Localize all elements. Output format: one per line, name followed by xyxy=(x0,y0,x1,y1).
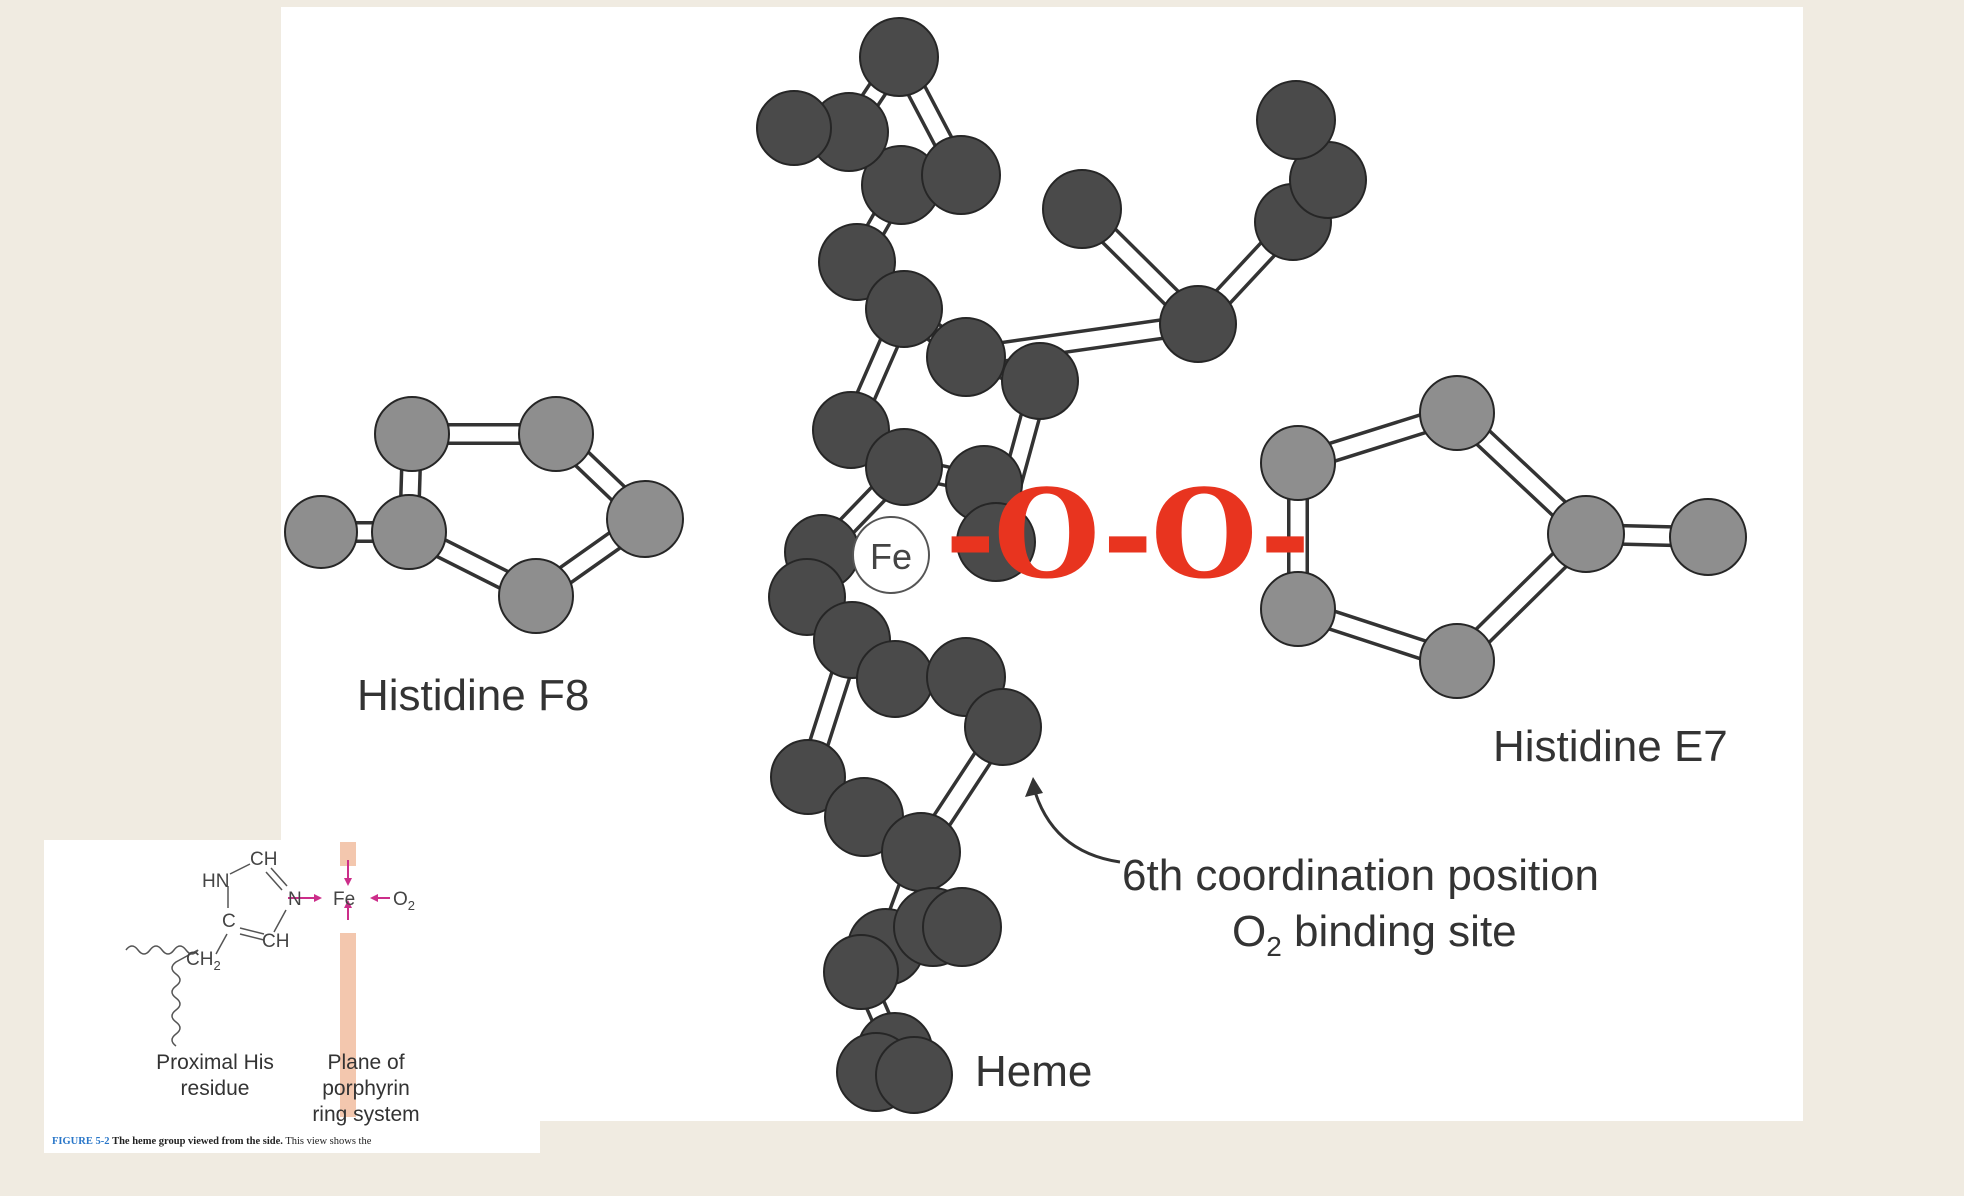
inset-figure: HN CH N Fe O2 C CH CH2 Proximal His resi… xyxy=(44,840,540,1153)
binding-site-arrow xyxy=(1031,784,1121,864)
o2-molecule-overlay: -O-O- xyxy=(945,462,1310,606)
heme-atom xyxy=(856,640,934,718)
ball-and-stick-model: Fe xyxy=(284,17,1747,1114)
histidine-atom xyxy=(371,494,447,570)
heme-atom xyxy=(1159,285,1237,363)
histidine-atom xyxy=(284,495,358,569)
heme-atom xyxy=(823,934,899,1010)
heme-atom xyxy=(875,1036,953,1114)
histidine-atom xyxy=(498,558,574,634)
heme-label: Heme xyxy=(975,1047,1093,1096)
binding-site-arrowhead xyxy=(1025,777,1043,797)
histidine-atom xyxy=(1260,425,1336,501)
inset-ch2: CH2 xyxy=(186,949,221,973)
proximal-his-label: Proximal His residue xyxy=(156,1051,274,1100)
inset-fe: Fe xyxy=(333,889,356,910)
heme-atom xyxy=(922,887,1002,967)
inset-o2: O2 xyxy=(393,889,416,913)
coordination-position-label: 6th coordination position xyxy=(1122,851,1599,900)
inset-n: N xyxy=(288,889,302,910)
figure-caption: FIGURE 5-2 The heme group viewed from th… xyxy=(52,1136,540,1147)
histidine-atom xyxy=(1669,498,1747,576)
heme-atom xyxy=(756,90,832,166)
iron-atom xyxy=(852,516,930,594)
histidine-atom xyxy=(518,396,594,472)
atoms: Fe xyxy=(284,17,1747,1114)
inset-ch-bottom: CH xyxy=(262,931,290,952)
heme-atom xyxy=(770,739,846,815)
heme-atom xyxy=(1001,342,1079,420)
histidine-f8-label: Histidine F8 xyxy=(357,671,590,720)
histidine-atom xyxy=(1419,623,1495,699)
heme-atom xyxy=(921,135,1001,215)
heme-atom xyxy=(964,688,1042,766)
figure-title: The heme group viewed from the side. xyxy=(112,1136,283,1147)
inset-structure xyxy=(125,842,390,1117)
histidine-atom xyxy=(374,396,450,472)
inset-c: C xyxy=(222,911,236,932)
figure-caption-text: This view shows the xyxy=(285,1136,372,1147)
heme-atom xyxy=(1256,80,1336,160)
histidine-atom xyxy=(1260,571,1336,647)
heme-atom xyxy=(865,428,943,506)
histidine-e7-label: Histidine E7 xyxy=(1493,722,1728,771)
figure-number: FIGURE 5-2 xyxy=(52,1136,110,1147)
heme-atom xyxy=(926,317,1006,397)
heme-atom xyxy=(881,812,961,892)
porphyrin-plane-label: Plane of porphyrin ring system xyxy=(312,1051,420,1126)
inset-hn: HN xyxy=(202,871,230,892)
o2-binding-site-label: O2 binding site xyxy=(1232,907,1517,962)
heme-atom xyxy=(956,502,1036,582)
histidine-atom xyxy=(606,480,684,558)
iron-symbol: Fe xyxy=(870,536,912,577)
histidine-atom xyxy=(1419,375,1495,451)
heme-atom xyxy=(818,223,896,301)
heme-atom xyxy=(1042,169,1122,249)
heme-atom xyxy=(859,17,939,97)
heme-atom xyxy=(865,270,943,348)
inset-ch-top: CH xyxy=(250,849,278,870)
histidine-atom xyxy=(1547,495,1625,573)
